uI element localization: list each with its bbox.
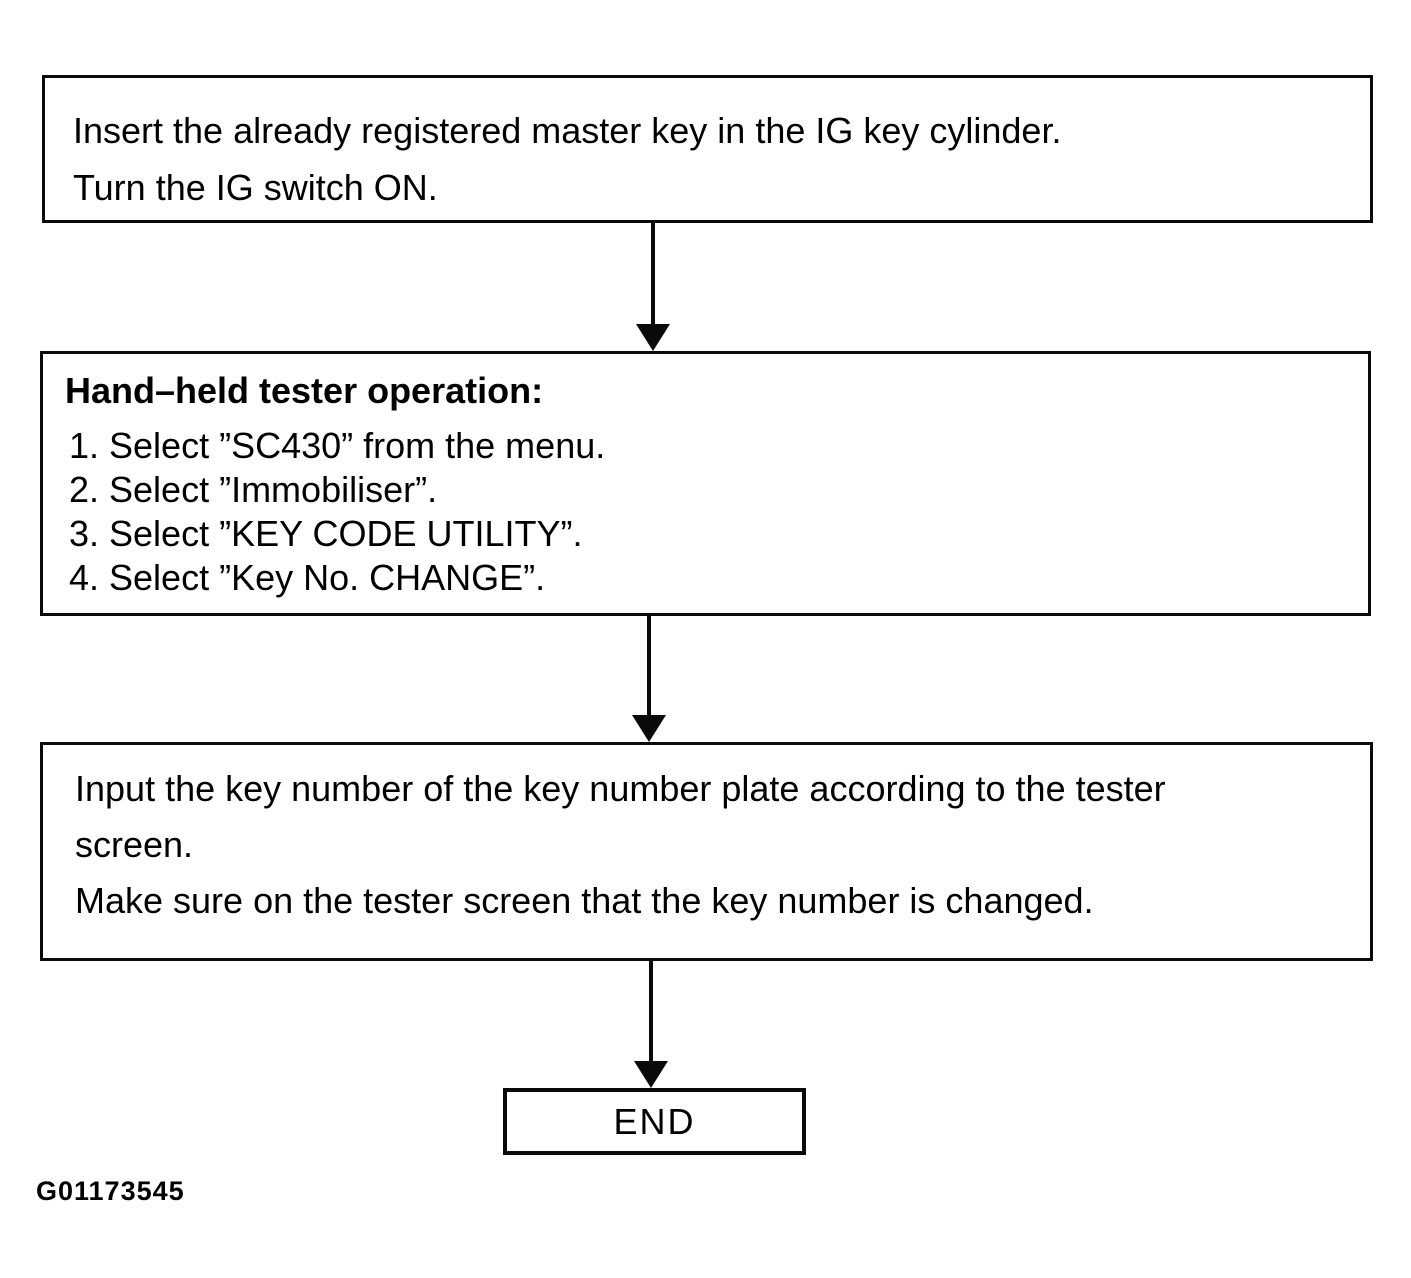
tester-step-4: 4. Select ”Key No. CHANGE”. <box>69 557 546 598</box>
tester-step-1: 1. Select ”SC430” from the menu. <box>69 425 606 466</box>
figure-code: G01173545 <box>36 1176 185 1206</box>
arrow-down-icon <box>632 715 666 742</box>
arrow-shaft <box>651 222 655 324</box>
step-box-tester-operation: Hand–held tester operation: 1. Select ”S… <box>40 351 1371 616</box>
step3-line-2: screen. <box>75 824 194 865</box>
tester-step-2: 2. Select ”Immobiliser”. <box>69 469 438 510</box>
step-box-input-key-number: Input the key number of the key number p… <box>40 742 1373 961</box>
flow-arrow-3 <box>634 959 668 1088</box>
arrow-shaft <box>649 959 653 1061</box>
arrow-shaft <box>647 615 651 715</box>
tester-operation-heading: Hand–held tester operation: <box>65 370 544 411</box>
step1-line-1: Insert the already registered master key… <box>73 110 1062 151</box>
step1-line-2: Turn the IG switch ON. <box>73 167 438 208</box>
step3-line-3: Make sure on the tester screen that the … <box>75 880 1094 921</box>
tester-step-3: 3. Select ”KEY CODE UTILITY”. <box>69 513 583 554</box>
step-box-insert-key: Insert the already registered master key… <box>42 75 1373 223</box>
end-box: END <box>503 1088 806 1155</box>
arrow-down-icon <box>636 324 670 351</box>
flow-arrow-2 <box>632 615 666 742</box>
arrow-down-icon <box>634 1061 668 1088</box>
end-label: END <box>613 1100 696 1142</box>
flow-arrow-1 <box>636 222 670 351</box>
step3-line-1: Input the key number of the key number p… <box>75 768 1166 809</box>
